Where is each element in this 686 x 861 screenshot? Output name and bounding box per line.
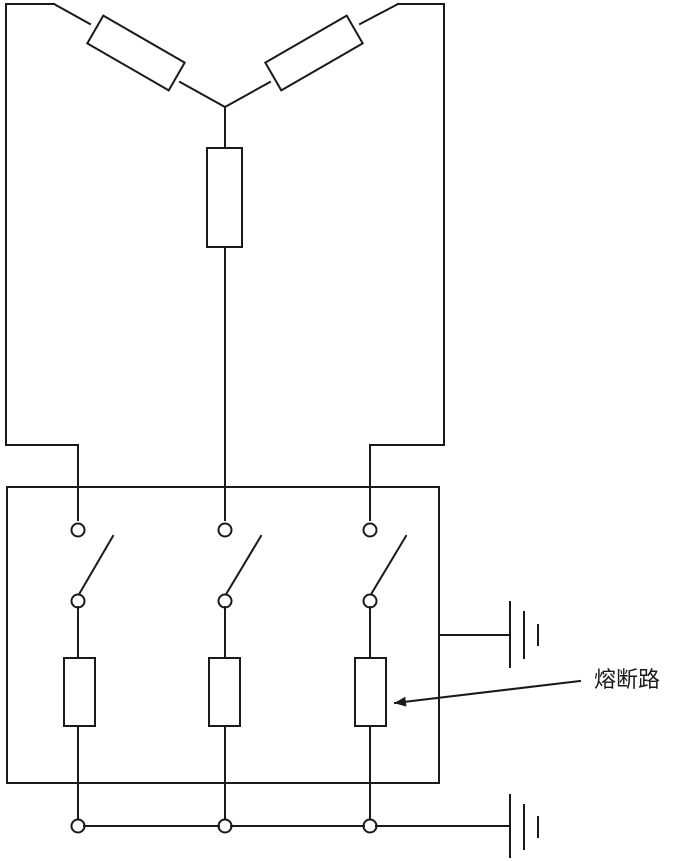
right-load-wire (369, 3, 445, 521)
bottom-node-3 (362, 818, 378, 834)
switch-2-bottom-terminal (217, 593, 233, 609)
switch-1-blade (76, 534, 115, 598)
load-resistor-left (85, 14, 187, 92)
phase-2 (208, 522, 263, 834)
phase-1 (63, 522, 115, 834)
phase-3 (354, 522, 408, 834)
switch-1-top-terminal (70, 522, 86, 538)
right-diagonal-wire (358, 2, 400, 26)
switch-1-bottom-terminal (70, 593, 86, 609)
switch-3-blade (368, 534, 408, 598)
switch-3-top-terminal (362, 522, 378, 538)
left-load-wire (5, 3, 79, 521)
bottom-node-2 (217, 818, 233, 834)
bottom-node-1 (70, 818, 86, 834)
fuse-callout-arrow (393, 679, 582, 707)
switch-3-bottom-terminal (362, 593, 378, 609)
bus-ground-symbol (509, 794, 539, 858)
fuse-3 (354, 657, 387, 727)
fuse-1 (63, 657, 96, 727)
switch-2-blade (223, 534, 263, 598)
enclosure-ground-symbol (439, 601, 539, 668)
load-resistor-center (206, 147, 243, 248)
fuse-2 (208, 657, 241, 727)
star-load (5, 2, 445, 521)
left-diagonal-wire-2 (178, 80, 227, 109)
right-diagonal-wire-2 (223, 80, 272, 109)
load-resistor-right (263, 14, 365, 92)
switch-2-top-terminal (217, 522, 233, 538)
fuse-label: 熔断路 (594, 668, 660, 693)
left-diagonal-wire (52, 2, 92, 26)
